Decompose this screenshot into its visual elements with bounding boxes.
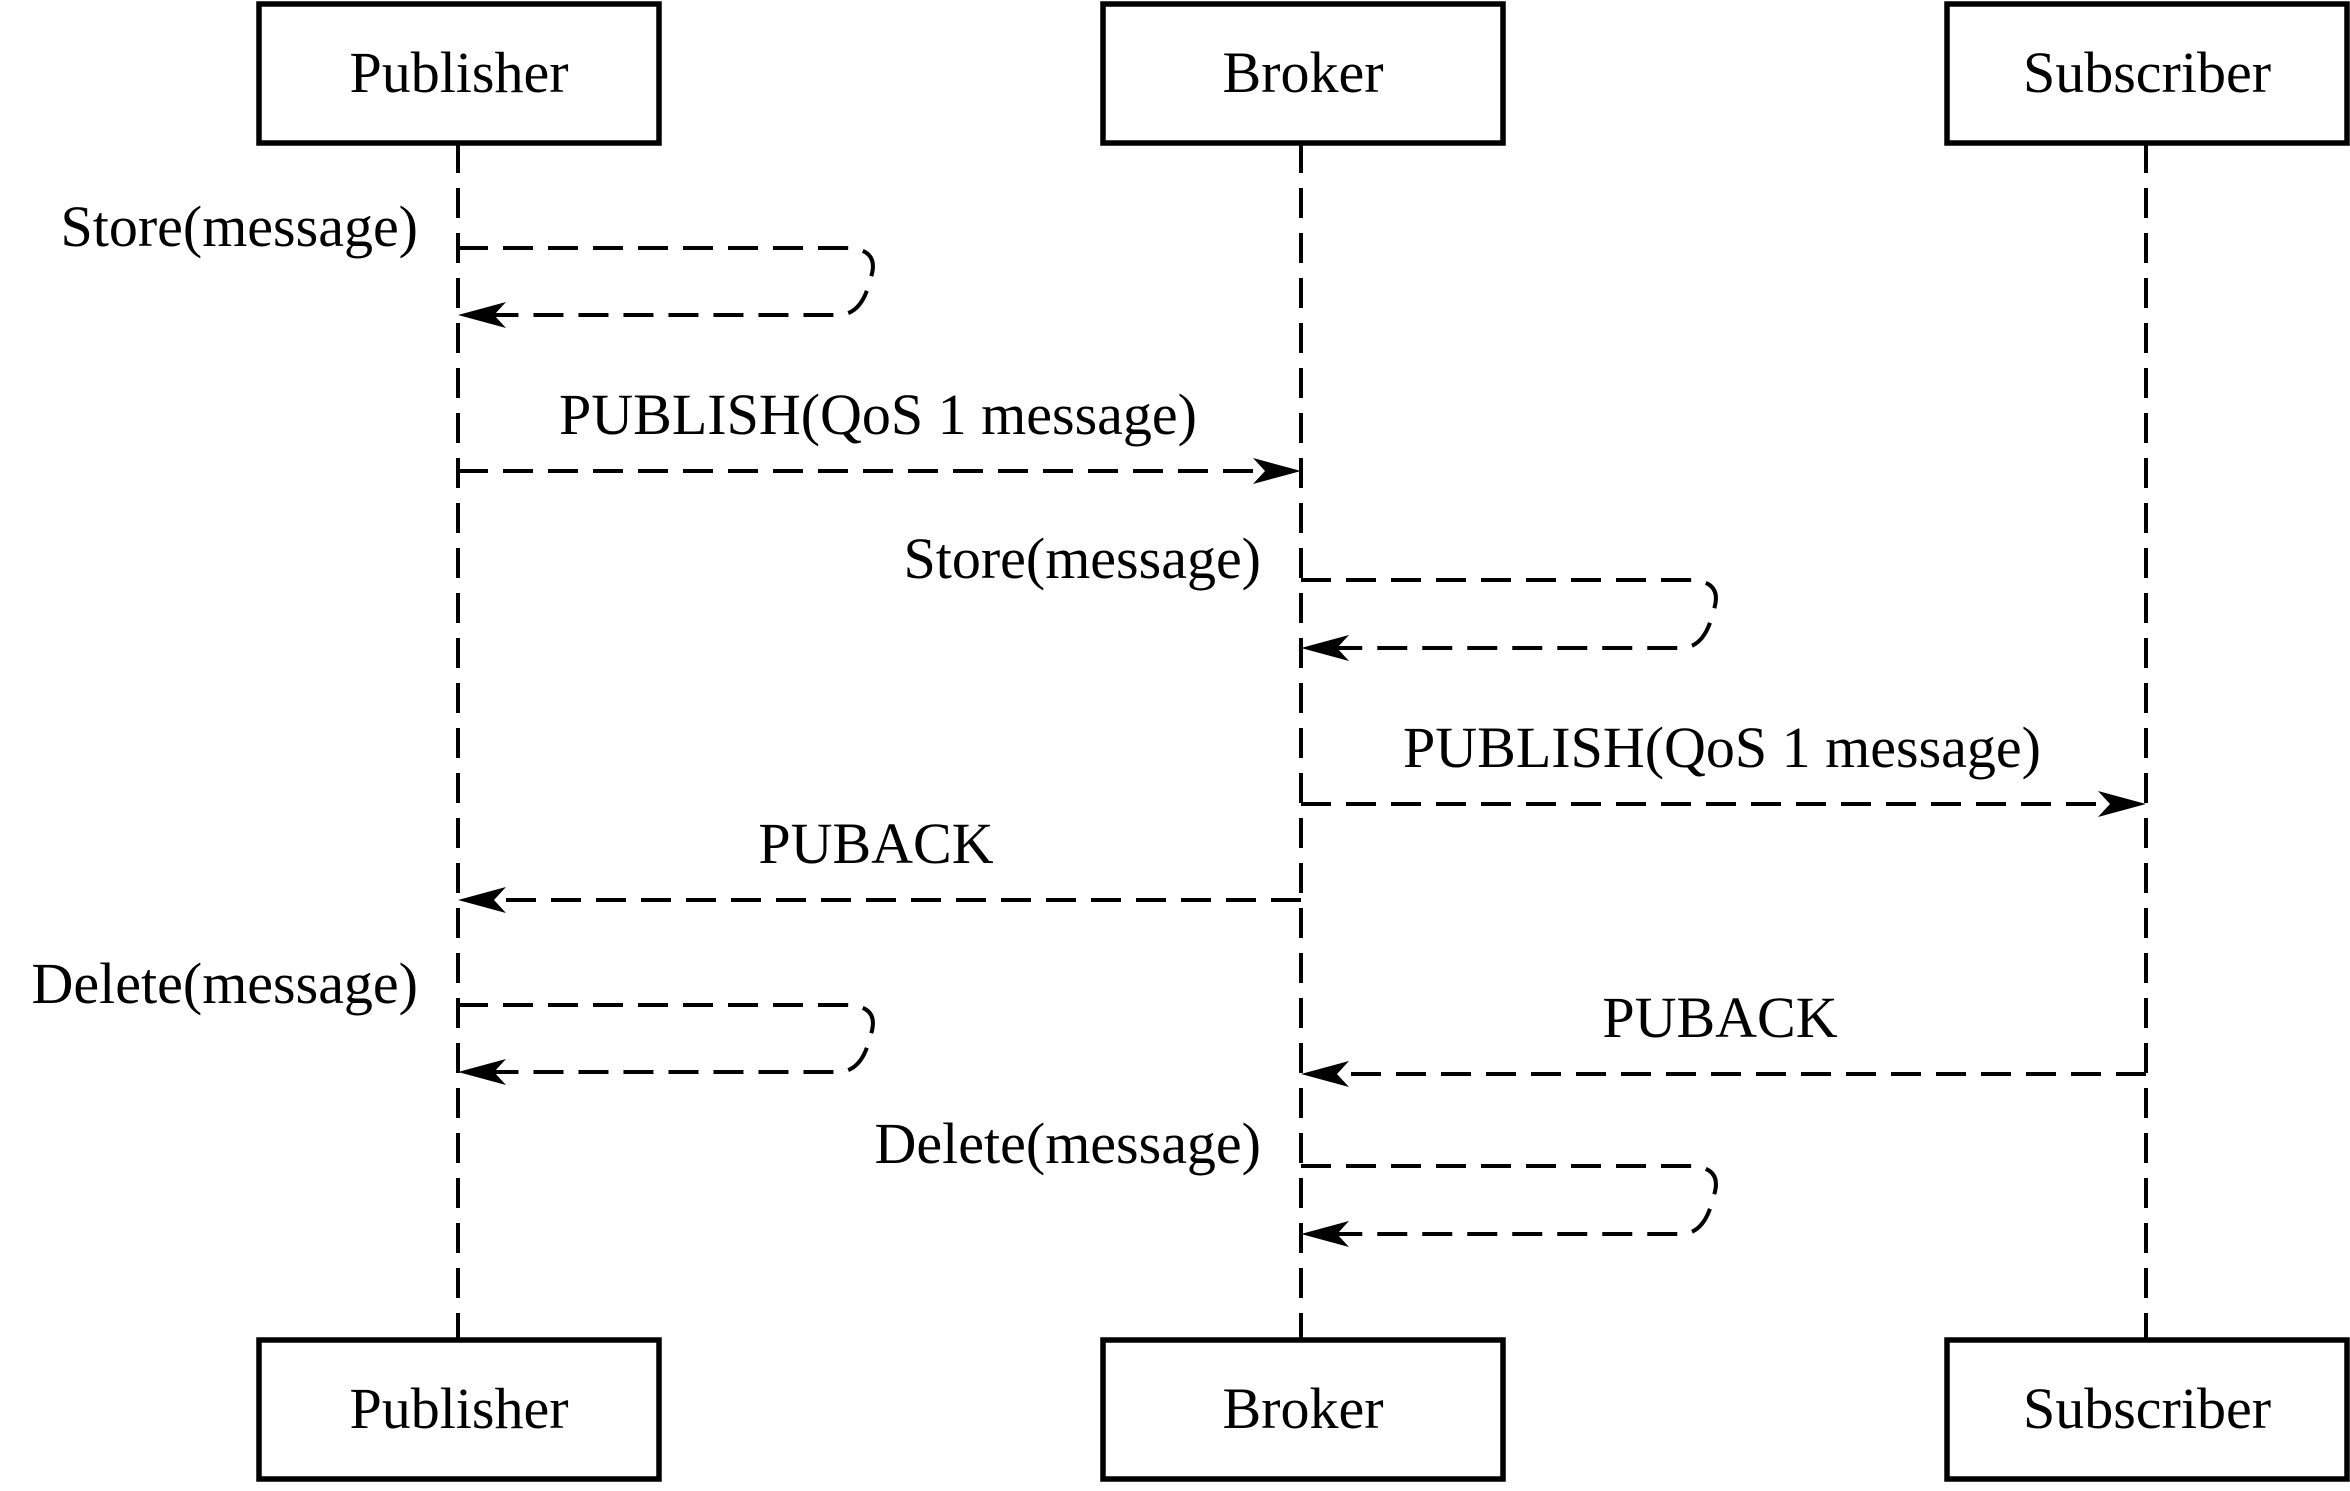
subscriber-label-top: Subscriber — [2023, 40, 2271, 105]
message-puback-to-publisher: PUBACK — [458, 811, 1301, 913]
arrowhead-icon — [458, 1059, 506, 1085]
broker-box-top: Broker — [1100, 1, 1506, 146]
message-publish-to-subscriber: PUBLISH(QoS 1 message) — [1301, 715, 2146, 817]
message-label: PUBLISH(QoS 1 message) — [1403, 715, 2041, 780]
arrowhead-icon — [1301, 635, 1349, 661]
publisher-box-top: Publisher — [256, 1, 662, 146]
message-label: Delete(message) — [32, 951, 418, 1016]
message-puback-to-broker: PUBACK — [1301, 985, 2146, 1087]
message-label: PUBLISH(QoS 1 message) — [559, 382, 1197, 447]
arrowhead-icon — [458, 302, 506, 328]
message-publisher-delete: Delete(message) — [32, 951, 875, 1085]
arrowhead-icon — [1301, 1061, 1349, 1087]
broker-label-top: Broker — [1222, 40, 1383, 105]
publisher-box-bottom: Publisher — [256, 1337, 662, 1482]
publisher-label-bottom: Publisher — [349, 1376, 568, 1441]
message-label: Delete(message) — [875, 1111, 1261, 1176]
arrowhead-icon — [1253, 458, 1301, 484]
message-publish-to-broker: PUBLISH(QoS 1 message) — [458, 382, 1301, 484]
message-publisher-store: Store(message) — [60, 194, 875, 328]
message-broker-store: Store(message) — [903, 526, 1718, 661]
message-label: Store(message) — [903, 526, 1261, 591]
subscriber-label-bottom: Subscriber — [2023, 1376, 2271, 1441]
message-broker-delete: Delete(message) — [875, 1111, 1718, 1247]
broker-label-bottom: Broker — [1222, 1376, 1383, 1441]
message-label: PUBACK — [758, 811, 993, 876]
message-label: Store(message) — [60, 194, 418, 259]
broker-box-bottom: Broker — [1100, 1337, 1506, 1482]
publisher-label-top: Publisher — [349, 40, 568, 105]
arrowhead-icon — [458, 887, 506, 913]
arrowhead-icon — [2098, 791, 2146, 817]
subscriber-box-top: Subscriber — [1944, 1, 2350, 146]
arrowhead-icon — [1301, 1221, 1349, 1247]
message-label: PUBACK — [1602, 985, 1837, 1050]
subscriber-box-bottom: Subscriber — [1944, 1337, 2350, 1482]
